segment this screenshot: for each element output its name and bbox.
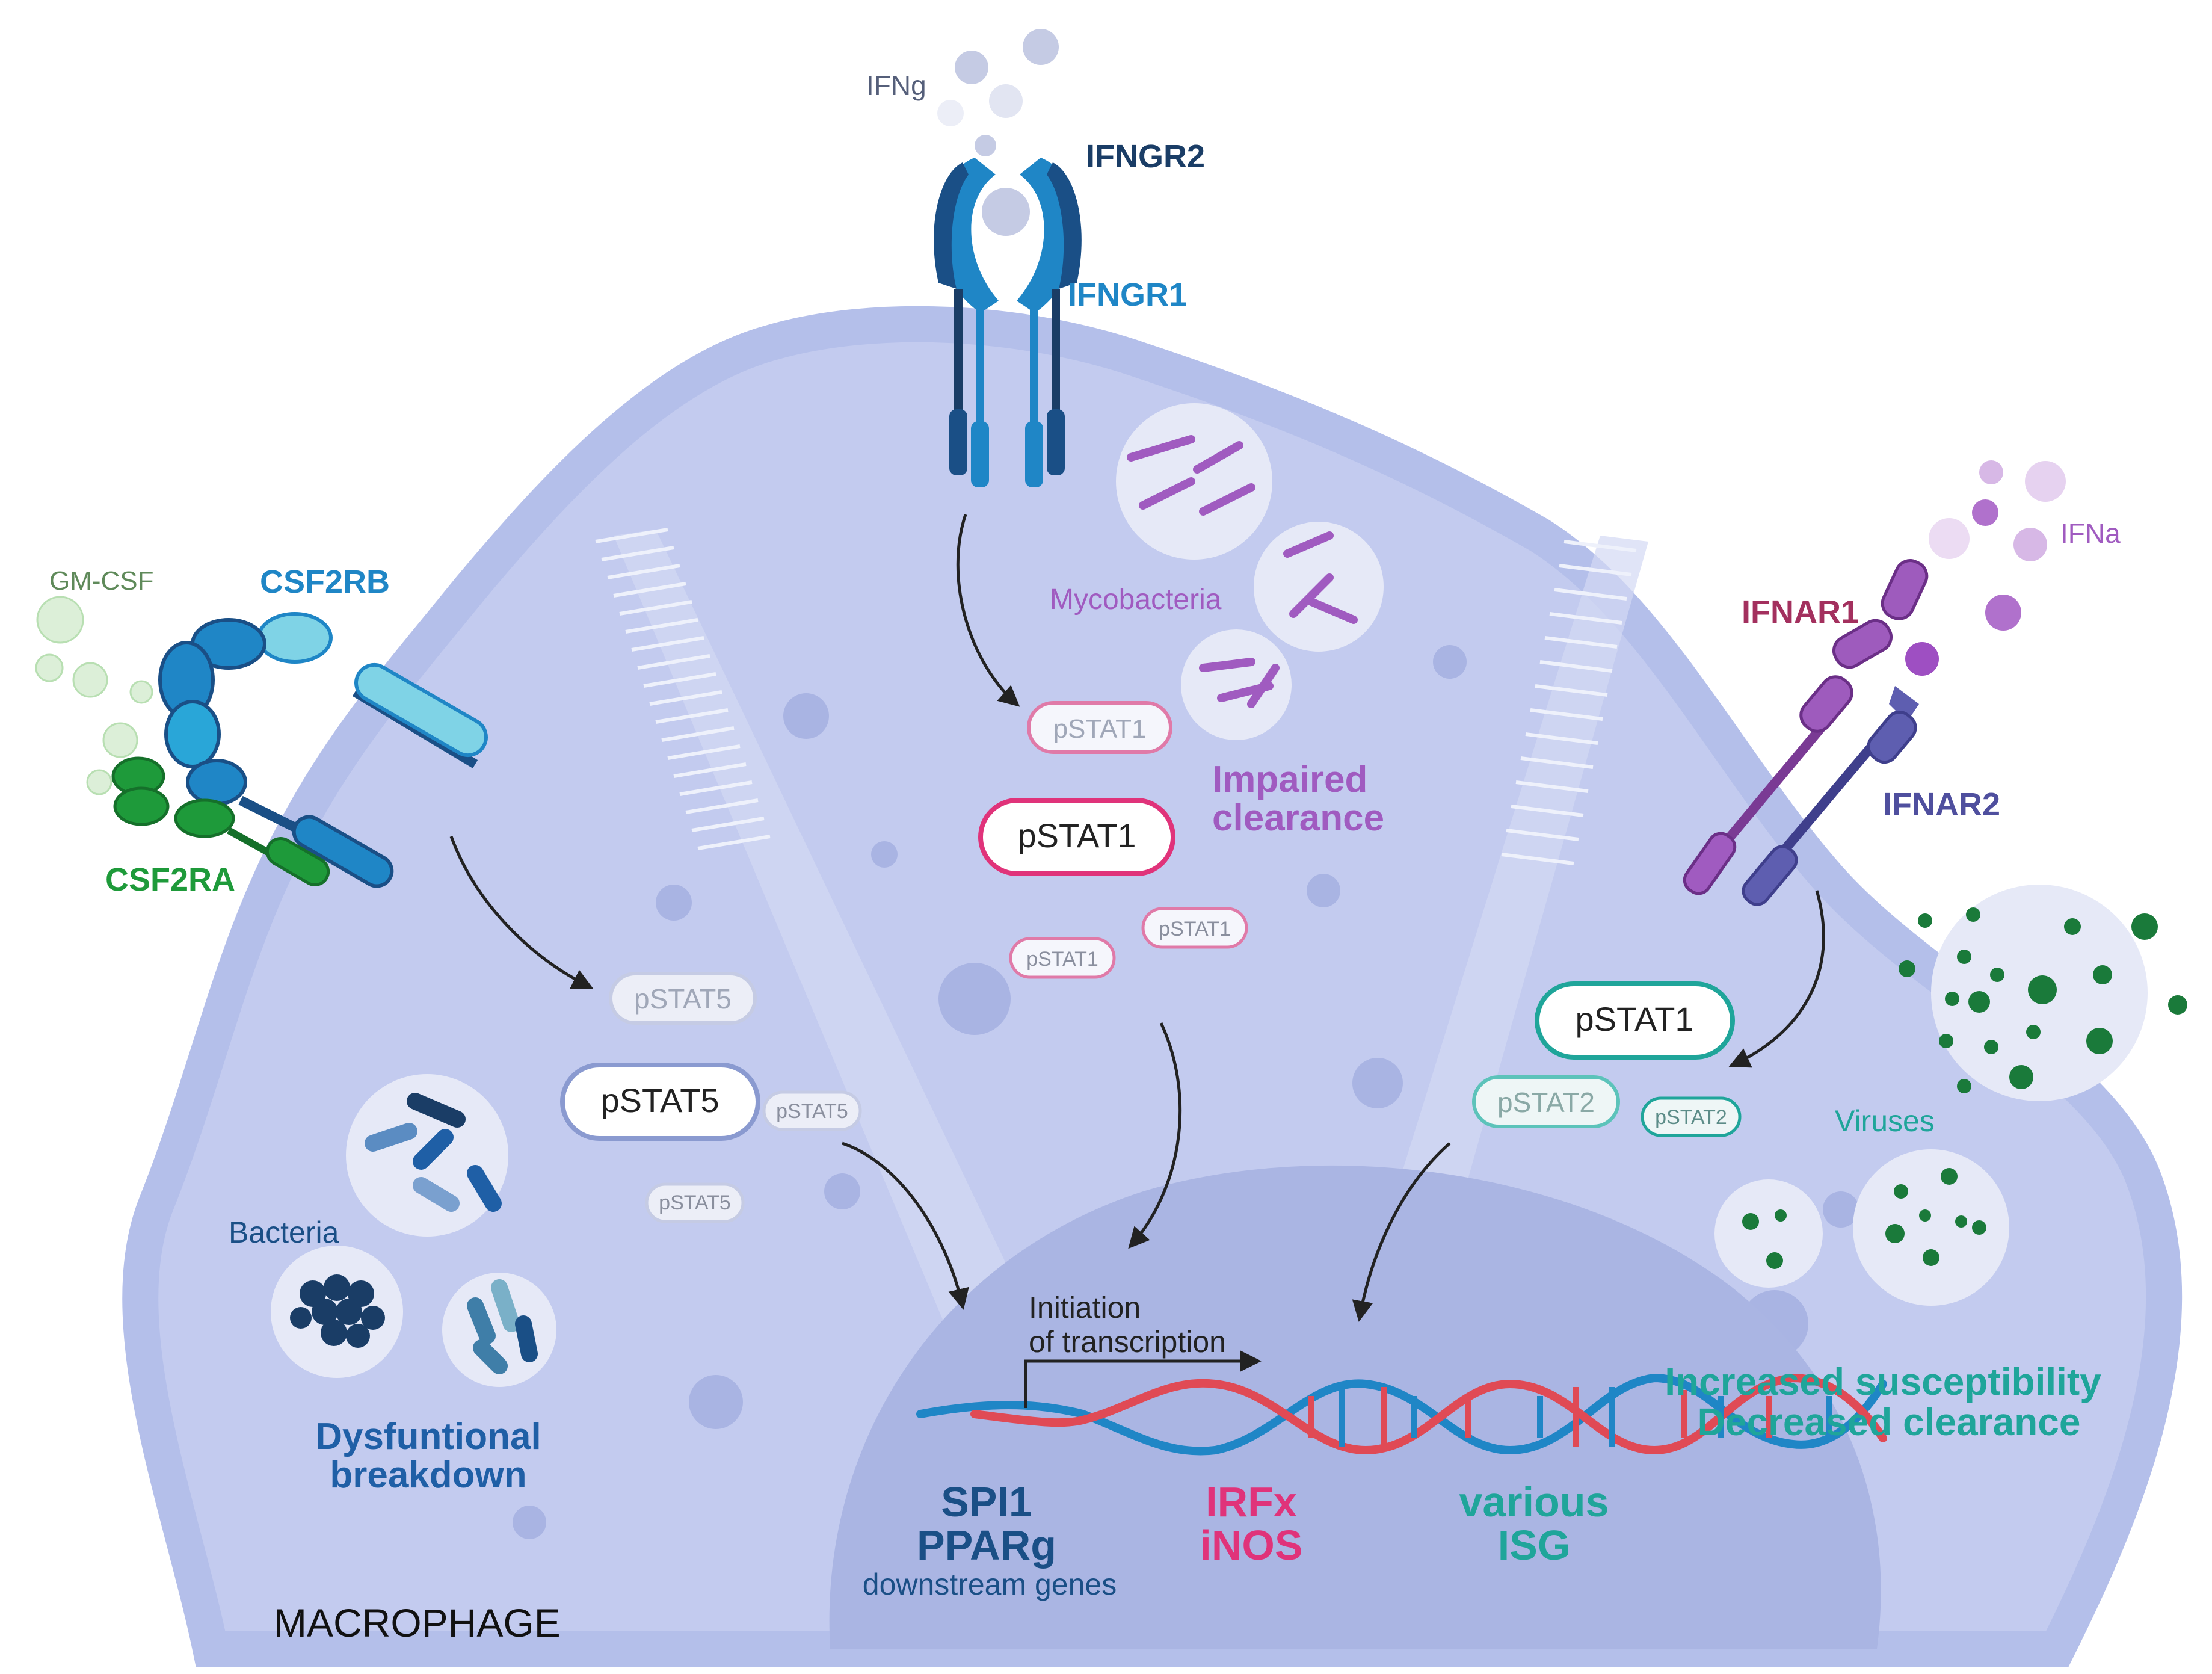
pill-pstat2-right-small bbox=[1641, 1096, 1742, 1137]
initiation-line1: Initiation bbox=[1029, 1291, 1141, 1324]
pstat5-small-a-label: pSTAT5 bbox=[776, 1100, 848, 1123]
bacteria-label: Bacteria bbox=[229, 1215, 339, 1249]
initiation-line2: of transcription bbox=[1029, 1325, 1226, 1359]
mycobacteria-group bbox=[1116, 403, 1384, 740]
signal-arrows bbox=[449, 514, 1825, 1322]
pill-pstat1-center-top bbox=[1027, 701, 1172, 754]
csf2rb-label: CSF2RB bbox=[260, 564, 390, 600]
csf2ra-label: CSF2RA bbox=[105, 862, 235, 898]
dysfunctional-line2: breakdown bbox=[330, 1454, 526, 1496]
viruses-group bbox=[1714, 885, 2187, 1306]
pstat5-large-label: pSTAT5 bbox=[600, 1081, 719, 1119]
ifnar2-label: IFNAR2 bbox=[1883, 786, 2000, 823]
ifngr1-label: IFNGR1 bbox=[1068, 277, 1187, 313]
pstat5-top-label: pSTAT5 bbox=[634, 983, 732, 1015]
viruses-label: Viruses bbox=[1835, 1104, 1935, 1138]
pill-pstat1-center-small-a bbox=[1009, 937, 1116, 979]
pill-pstat5-large bbox=[560, 1063, 760, 1141]
gmcsf-label: GM-CSF bbox=[49, 566, 154, 596]
ifngr2-label: IFNGR2 bbox=[1086, 138, 1205, 175]
ifngr-receptor bbox=[934, 158, 1082, 487]
pstat2-right-label: pSTAT2 bbox=[1497, 1087, 1595, 1118]
genes-right-2: ISG bbox=[1498, 1522, 1571, 1569]
ifng-ligand bbox=[937, 29, 1059, 236]
nucleus bbox=[829, 1165, 1881, 1649]
dna-helix bbox=[916, 1373, 1887, 1456]
ifnar1-label: IFNAR1 bbox=[1742, 594, 1859, 630]
dysfunctional-line1: Dysfuntional bbox=[315, 1416, 541, 1457]
impaired-clearance-line2: clearance bbox=[1212, 797, 1384, 839]
ifnar-receptor bbox=[1683, 559, 1929, 906]
bacteria-group bbox=[271, 1074, 556, 1387]
pstat1-center-top-label: pSTAT1 bbox=[1053, 714, 1147, 744]
pill-pstat5-top bbox=[609, 972, 757, 1025]
pstat2-right-small-label: pSTAT2 bbox=[1655, 1106, 1727, 1129]
ifna-ligand bbox=[1905, 460, 2066, 676]
csf2r-receptor bbox=[111, 612, 488, 888]
pstat1-center-small-b-label: pSTAT1 bbox=[1159, 918, 1231, 940]
pstat1-center-small-a-label: pSTAT1 bbox=[1026, 948, 1098, 971]
gmcsf-ligand bbox=[35, 596, 153, 795]
pill-pstat1-right-large bbox=[1535, 981, 1735, 1060]
susceptibility-line2: Decreased clearance bbox=[1698, 1400, 2081, 1444]
pstat1-center-large-label: pSTAT1 bbox=[1017, 817, 1136, 854]
pstat1-right-large-label: pSTAT1 bbox=[1575, 1000, 1693, 1038]
genes-mid-1: IRFx bbox=[1206, 1478, 1297, 1525]
pill-pstat5-small-a bbox=[762, 1090, 862, 1131]
pill-pstat1-center-large bbox=[978, 798, 1175, 876]
stat-pills bbox=[560, 701, 1742, 1223]
susceptibility-line1: Increased susceptibility bbox=[1665, 1360, 2101, 1403]
transcription-start-arrow bbox=[1024, 1350, 1262, 1408]
dna-rungs bbox=[1308, 1387, 1832, 1447]
genes-left-1: SPI1 bbox=[941, 1478, 1032, 1525]
pill-pstat2-right bbox=[1472, 1075, 1620, 1128]
macrophage-label: MACROPHAGE bbox=[274, 1601, 561, 1645]
pill-pstat1-center-small-b bbox=[1141, 907, 1248, 949]
cytoplasm-sector-left bbox=[614, 530, 1035, 1324]
vesicles bbox=[513, 645, 1859, 1539]
ifna-label: IFNa bbox=[2060, 517, 2121, 549]
genes-left-3: downstream genes bbox=[863, 1567, 1117, 1601]
membrane-stripe-left bbox=[595, 528, 771, 850]
genes-left-2: PPARg bbox=[917, 1522, 1056, 1569]
genes-mid-2: iNOS bbox=[1200, 1522, 1302, 1569]
membrane-stripe-right bbox=[1501, 540, 1637, 865]
mycobacteria-label: Mycobacteria bbox=[1050, 584, 1222, 616]
genes-right-1: various bbox=[1459, 1478, 1609, 1525]
impaired-clearance-line1: Impaired bbox=[1212, 759, 1367, 800]
pill-pstat5-small-b bbox=[645, 1182, 745, 1223]
ifng-label: IFNg bbox=[866, 70, 926, 101]
pstat5-small-b-label: pSTAT5 bbox=[659, 1191, 731, 1214]
